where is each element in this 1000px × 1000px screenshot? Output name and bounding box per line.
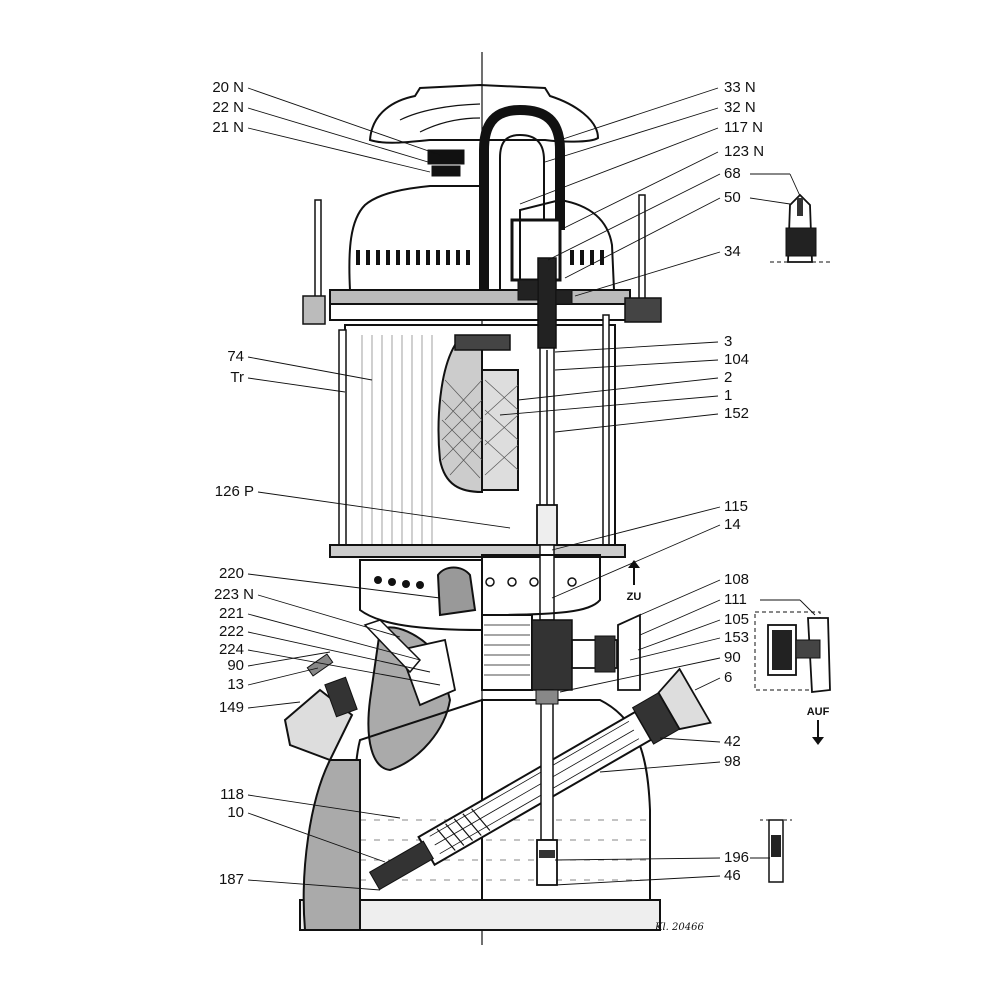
label-118: 118: [220, 786, 244, 803]
label-98: 98: [724, 753, 741, 770]
label-126P: 126 P: [215, 483, 254, 500]
guard-rods: [302, 194, 662, 325]
label-auf: AUF: [807, 706, 830, 718]
labels-left: 20 N 22 N 21 N 74 Tr 126 P 220 223 N 221…: [212, 79, 254, 888]
label-153: 153: [724, 629, 749, 646]
label-117N: 117 N: [724, 119, 763, 136]
leader-lines: [247, 87, 816, 891]
label-1: 1: [724, 387, 732, 404]
inset-nozzle-68-50: [770, 193, 832, 263]
label-32N: 32 N: [724, 99, 756, 116]
valve-body: [481, 613, 641, 691]
label-222: 222: [219, 623, 244, 640]
preheat-assembly: [363, 619, 457, 772]
label-105: 105: [724, 611, 749, 628]
label-123N: 123 N: [724, 143, 764, 160]
label-13: 13: [227, 676, 244, 693]
label-196: 196: [724, 849, 749, 866]
label-68: 68: [724, 165, 741, 182]
label-46: 46: [724, 867, 741, 884]
label-6: 6: [724, 669, 732, 686]
label-115: 115: [724, 498, 748, 515]
label-2: 2: [724, 369, 732, 386]
vaporizer-tube: [517, 257, 573, 621]
needle-rod: [535, 689, 559, 886]
label-21N: 21 N: [212, 119, 244, 136]
inset-valve-detail: [754, 611, 831, 693]
hood-clip-22N: [427, 149, 465, 177]
label-223N: 223 N: [214, 586, 254, 603]
label-42: 42: [724, 733, 741, 750]
label-224: 224: [219, 641, 244, 658]
fuel-tank: [299, 698, 661, 931]
label-108: 108: [724, 571, 749, 588]
label-3: 3: [724, 333, 732, 350]
label-22N: 22 N: [212, 99, 244, 116]
direction-arrows: [628, 560, 824, 745]
valve-handle-149[interactable]: [283, 653, 358, 762]
label-220: 220: [219, 565, 244, 582]
labels-right: 33 N 32 N 117 N 123 N 68 50 34 3 104 2 1…: [724, 79, 764, 884]
hood: [368, 83, 600, 144]
label-74: 74: [227, 348, 244, 365]
mantle-1: [437, 334, 519, 494]
label-149: 149: [219, 699, 244, 716]
label-152: 152: [724, 405, 749, 422]
label-Tr: Tr: [230, 369, 244, 386]
label-104: 104: [724, 351, 749, 368]
label-111: 111: [724, 591, 747, 608]
label-zu: ZU: [627, 591, 642, 603]
label-187: 187: [219, 871, 244, 888]
label-14: 14: [724, 516, 741, 533]
inset-cartridge-196: [760, 819, 792, 883]
label-33N: 33 N: [724, 79, 756, 96]
label-90-right: 90: [724, 649, 741, 666]
label-90-left: 90: [227, 657, 244, 674]
label-221: 221: [219, 605, 244, 622]
label-20N: 20 N: [212, 79, 244, 96]
pump-tube: [368, 667, 712, 891]
label-10: 10: [227, 804, 244, 821]
preheater-220: [436, 566, 477, 617]
artist-signature: Kl. 20466: [654, 922, 704, 933]
label-34: 34: [724, 243, 741, 260]
label-50: 50: [724, 189, 741, 206]
